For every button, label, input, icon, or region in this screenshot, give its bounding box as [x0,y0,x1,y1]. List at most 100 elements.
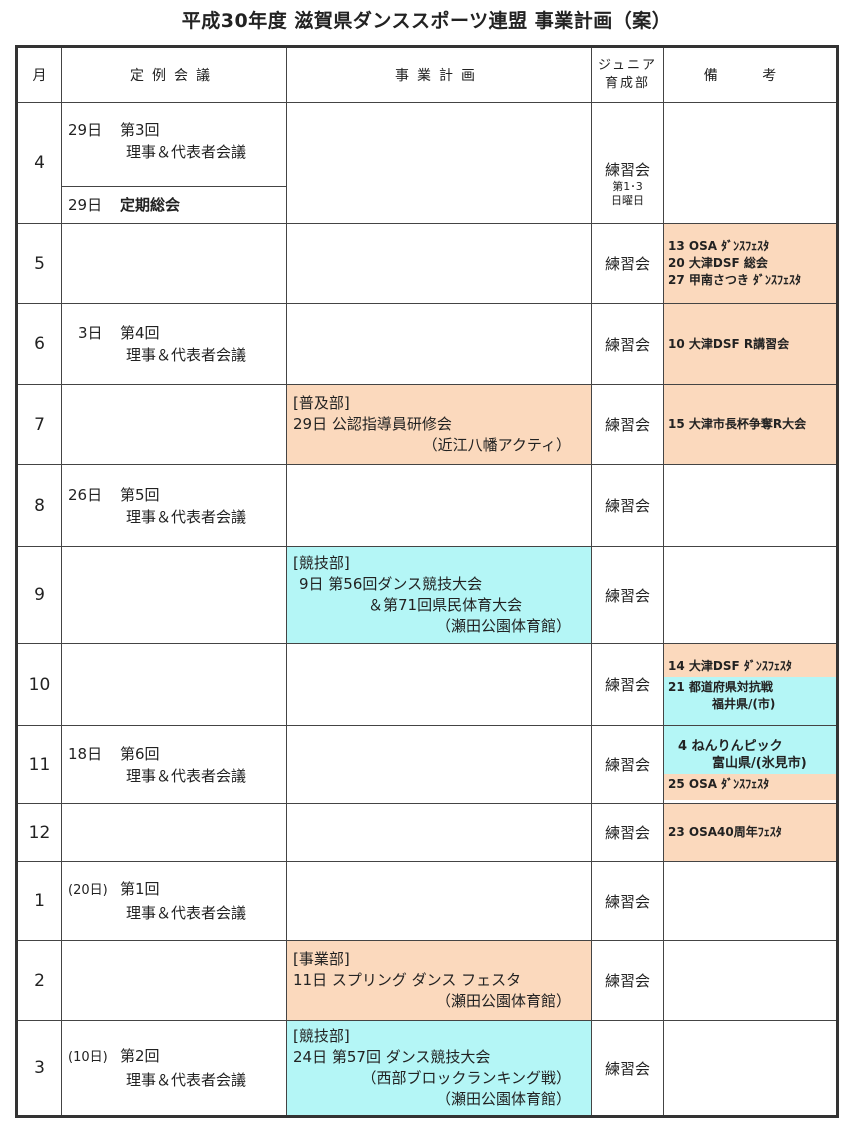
plan-venue: （近江八幡アクティ） [422,436,571,454]
junior-sub: 日曜日 [611,193,644,207]
meeting-detail: 理事＆代表者会議 [126,1071,247,1089]
meeting-cell: (20日)第1回理事＆代表者会議 [61,861,287,941]
table-row: 1 (20日)第1回理事＆代表者会議 練習会 [16,861,838,941]
note-item: 13 OSA ﾀﾞﾝｽﾌｪｽﾀ [668,239,770,253]
notes-cell: 23 OSA40周年ﾌｪｽﾀ [663,803,838,862]
meeting-cell [61,384,287,465]
note-item: 23 OSA40周年ﾌｪｽﾀ [668,825,782,839]
plan-event: （西部ブロックランキング戦） [361,1069,571,1087]
notes-cell [663,546,838,644]
meeting-detail: 理事＆代表者会議 [126,346,247,364]
notes-cell [663,940,838,1021]
meeting-cell [61,643,287,726]
plan-event: ＆第71回県民体育大会 [368,596,523,614]
month-cell: 3 [16,1020,62,1117]
month-cell: 9 [16,546,62,644]
meeting-cell [61,223,287,304]
meeting-date: 29日 [68,196,103,214]
header-junior: ジュニア育成部 [591,46,664,103]
plan-dept: [競技部] [293,1027,350,1045]
plan-cell [286,464,592,547]
plan-venue: （瀬田公園体育館） [435,1090,571,1108]
table-row: 11 18日第6回理事＆代表者会議 練習会 4 ねんりんピック富山県/(氷見市)… [16,725,838,804]
note-item: 15 大津市長杯争奪R大会 [668,417,807,431]
meeting-title: 第3回 [120,121,160,139]
notes-cell: 15 大津市長杯争奪R大会 [663,384,838,465]
junior-cell: 練習会 [591,303,664,385]
junior-cell: 練習会 [591,464,664,547]
month-cell: 4 [16,102,62,224]
plan-dept: [競技部] [293,554,350,572]
junior-cell: 練習会 [591,940,664,1021]
junior-text: 練習会 [604,160,650,179]
note-item: 25 OSA ﾀﾞﾝｽﾌｪｽﾀ [664,774,836,800]
month-cell: 7 [16,384,62,465]
meeting-cell: 26日第5回理事＆代表者会議 [61,464,287,547]
meeting-date: 29日 [68,121,103,139]
plan-event: 11日 スプリング ダンス フェスタ [293,971,522,989]
plan-cell [286,102,592,224]
meeting-cell: 3日第4回理事＆代表者会議 [61,303,287,385]
header-row: 月 定例会議 事業計画 ジュニア育成部 備 考 [16,46,838,103]
plan-dept: [事業部] [293,950,350,968]
month-cell: 5 [16,223,62,304]
junior-cell: 練習会 [591,384,664,465]
meeting-date: 3日 [78,324,103,342]
plan-cell [286,223,592,304]
meeting-title: 第5回 [120,485,160,504]
plan-venue: （瀬田公園体育館） [435,617,571,635]
header-plan: 事業計画 [286,46,592,103]
meeting-cell [61,803,287,862]
meeting-cell [61,546,287,644]
junior-sub: 第1･3 [612,179,643,193]
page-title: 平成30年度 滋賀県ダンススポーツ連盟 事業計画（案） [181,10,672,32]
header-meeting: 定例会議 [61,46,287,103]
plan-cell: [事業部] 11日 スプリング ダンス フェスタ （瀬田公園体育館） [286,940,592,1021]
note-item: 4 ねんりんピック [678,739,783,754]
notes-cell [663,464,838,547]
note-item: 27 甲南さつき ﾀﾞﾝｽﾌｪｽﾀ [668,273,802,287]
meeting-detail: 理事＆代表者会議 [126,766,247,785]
header-month: 月 [16,46,62,103]
meeting-title: 第4回 [120,324,160,342]
table-row: 12 練習会 23 OSA40周年ﾌｪｽﾀ [16,803,838,862]
plan-event: 9日 第56回ダンス競技大会 [299,575,483,593]
meeting-title: 第6回 [120,744,160,763]
table-row: 29日定期総会 [17,186,838,224]
notes-cell: 4 ねんりんピック富山県/(氷見市) 25 OSA ﾀﾞﾝｽﾌｪｽﾀ [663,725,838,804]
meeting-date: (10日) [68,1050,108,1065]
table-row: 2 [事業部]11日 スプリング ダンス フェスタ（瀬田公園体育館） 練習会 [16,940,838,1021]
plan-venue: （瀬田公園体育館） [435,992,571,1010]
meeting-cell [61,940,287,1021]
plan-dept: [普及部] [293,394,350,412]
junior-cell: 練習会 [591,861,664,941]
junior-cell: 練習会 [591,223,664,304]
meeting-date: 18日 [68,744,103,763]
junior-cell: 練習会 [591,643,664,726]
table-row: 3 (10日)第2回理事＆代表者会議 [競技部]24日 第57回 ダンス競技大会… [16,1020,838,1117]
meeting-cell: 29日定期総会 [61,186,287,224]
month-cell: 11 [16,725,62,804]
plan-cell [286,803,592,862]
meeting-detail: 理事＆代表者会議 [126,507,247,526]
schedule-table: 月 定例会議 事業計画 ジュニア育成部 備 考 4 29日第3回理事＆代表者会議… [15,45,839,1118]
junior-cell: 練習会 [591,725,664,804]
meeting-cell: 18日第6回理事＆代表者会議 [61,725,287,804]
junior-cell: 練習会 [591,546,664,644]
junior-cell: 練習会 [591,803,664,862]
month-cell: 8 [16,464,62,547]
plan-cell: [競技部] 9日 第56回ダンス競技大会 ＆第71回県民体育大会 （瀬田公園体育館） [286,546,592,644]
note-item: 富山県/(氷見市) [712,756,807,771]
plan-event: 24日 第57回 ダンス競技大会 [293,1048,491,1066]
plan-cell [286,643,592,726]
month-cell: 10 [16,643,62,726]
notes-cell: 10 大津DSF R講習会 [663,303,838,385]
plan-cell: [普及部]29日 公認指導員研修会（近江八幡アクティ） [286,384,592,465]
meeting-cell: 29日第3回理事＆代表者会議 [61,102,287,187]
note-item: 福井県/(市) [712,697,776,711]
meeting-title: 定期総会 [120,196,181,214]
